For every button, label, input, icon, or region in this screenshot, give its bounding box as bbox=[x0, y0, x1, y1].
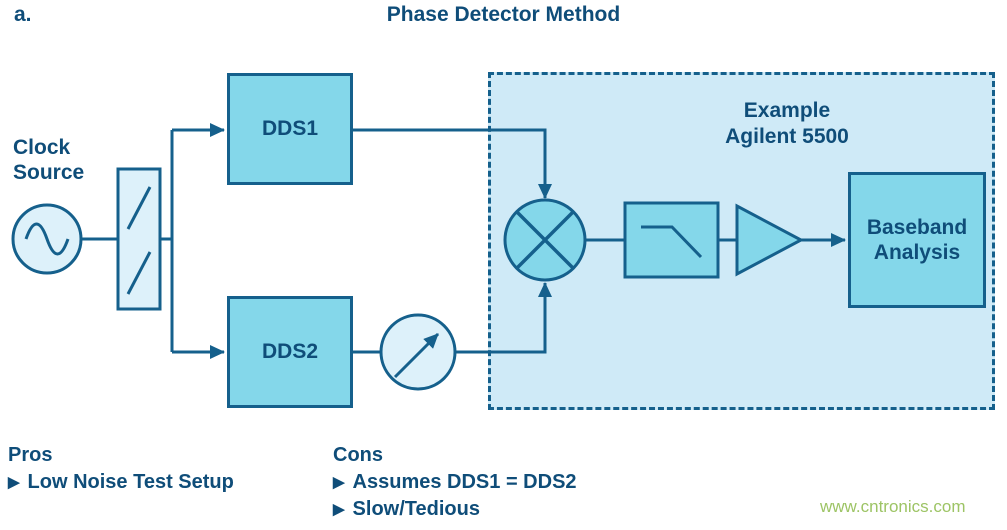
phase-shifter-icon bbox=[379, 313, 457, 391]
baseband-label-line1: Baseband bbox=[866, 215, 968, 239]
wire-shifter-to-mixer bbox=[455, 282, 552, 354]
baseband-analysis-block: Baseband Analysis bbox=[848, 172, 986, 308]
lowpass-filter-icon bbox=[623, 201, 720, 279]
region-title-line1: Example bbox=[743, 99, 831, 122]
region-title: Example Agilent 5500 bbox=[637, 98, 937, 151]
mixer-icon bbox=[503, 198, 587, 282]
cons-item-text: Assumes DDS1 = DDS2 bbox=[352, 471, 577, 493]
cons-item-text: Slow/Tedious bbox=[352, 498, 480, 520]
pros-heading: Pros bbox=[8, 444, 53, 466]
baseband-label-line2: Analysis bbox=[873, 241, 961, 264]
cons-item: ▶ Assumes DDS1 = DDS2 bbox=[333, 471, 577, 494]
page-title: Phase Detector Method bbox=[386, 3, 621, 26]
figure-label: a. bbox=[14, 3, 32, 26]
clock-source-label-line2: Source bbox=[13, 160, 85, 184]
bullet-triangle-icon: ▶ bbox=[8, 474, 20, 491]
region-title-line2: Agilent 5500 bbox=[725, 125, 849, 149]
clock-source-label: Clock Source bbox=[13, 136, 84, 186]
amplifier-icon bbox=[735, 203, 805, 277]
bullet-triangle-icon: ▶ bbox=[333, 474, 345, 491]
clock-source-label-line1: Clock bbox=[13, 136, 71, 159]
pros-item: ▶ Low Noise Test Setup bbox=[8, 471, 234, 494]
pros-section: Pros ▶ Low Noise Test Setup bbox=[8, 444, 234, 494]
clock-source-oscillator-icon bbox=[11, 203, 83, 275]
dds2-block: DDS2 bbox=[227, 296, 353, 408]
cons-section: Cons ▶ Assumes DDS1 = DDS2 ▶ Slow/Tediou… bbox=[333, 444, 577, 521]
pros-item-text: Low Noise Test Setup bbox=[27, 471, 234, 493]
power-splitter-icon bbox=[116, 167, 162, 311]
wire-dds1-to-mixer bbox=[353, 128, 552, 199]
bullet-triangle-icon: ▶ bbox=[333, 501, 345, 518]
cons-item: ▶ Slow/Tedious bbox=[333, 498, 577, 521]
watermark: www.cntronics.com bbox=[820, 497, 966, 516]
dds1-block: DDS1 bbox=[227, 73, 353, 185]
cons-heading: Cons bbox=[333, 444, 383, 466]
